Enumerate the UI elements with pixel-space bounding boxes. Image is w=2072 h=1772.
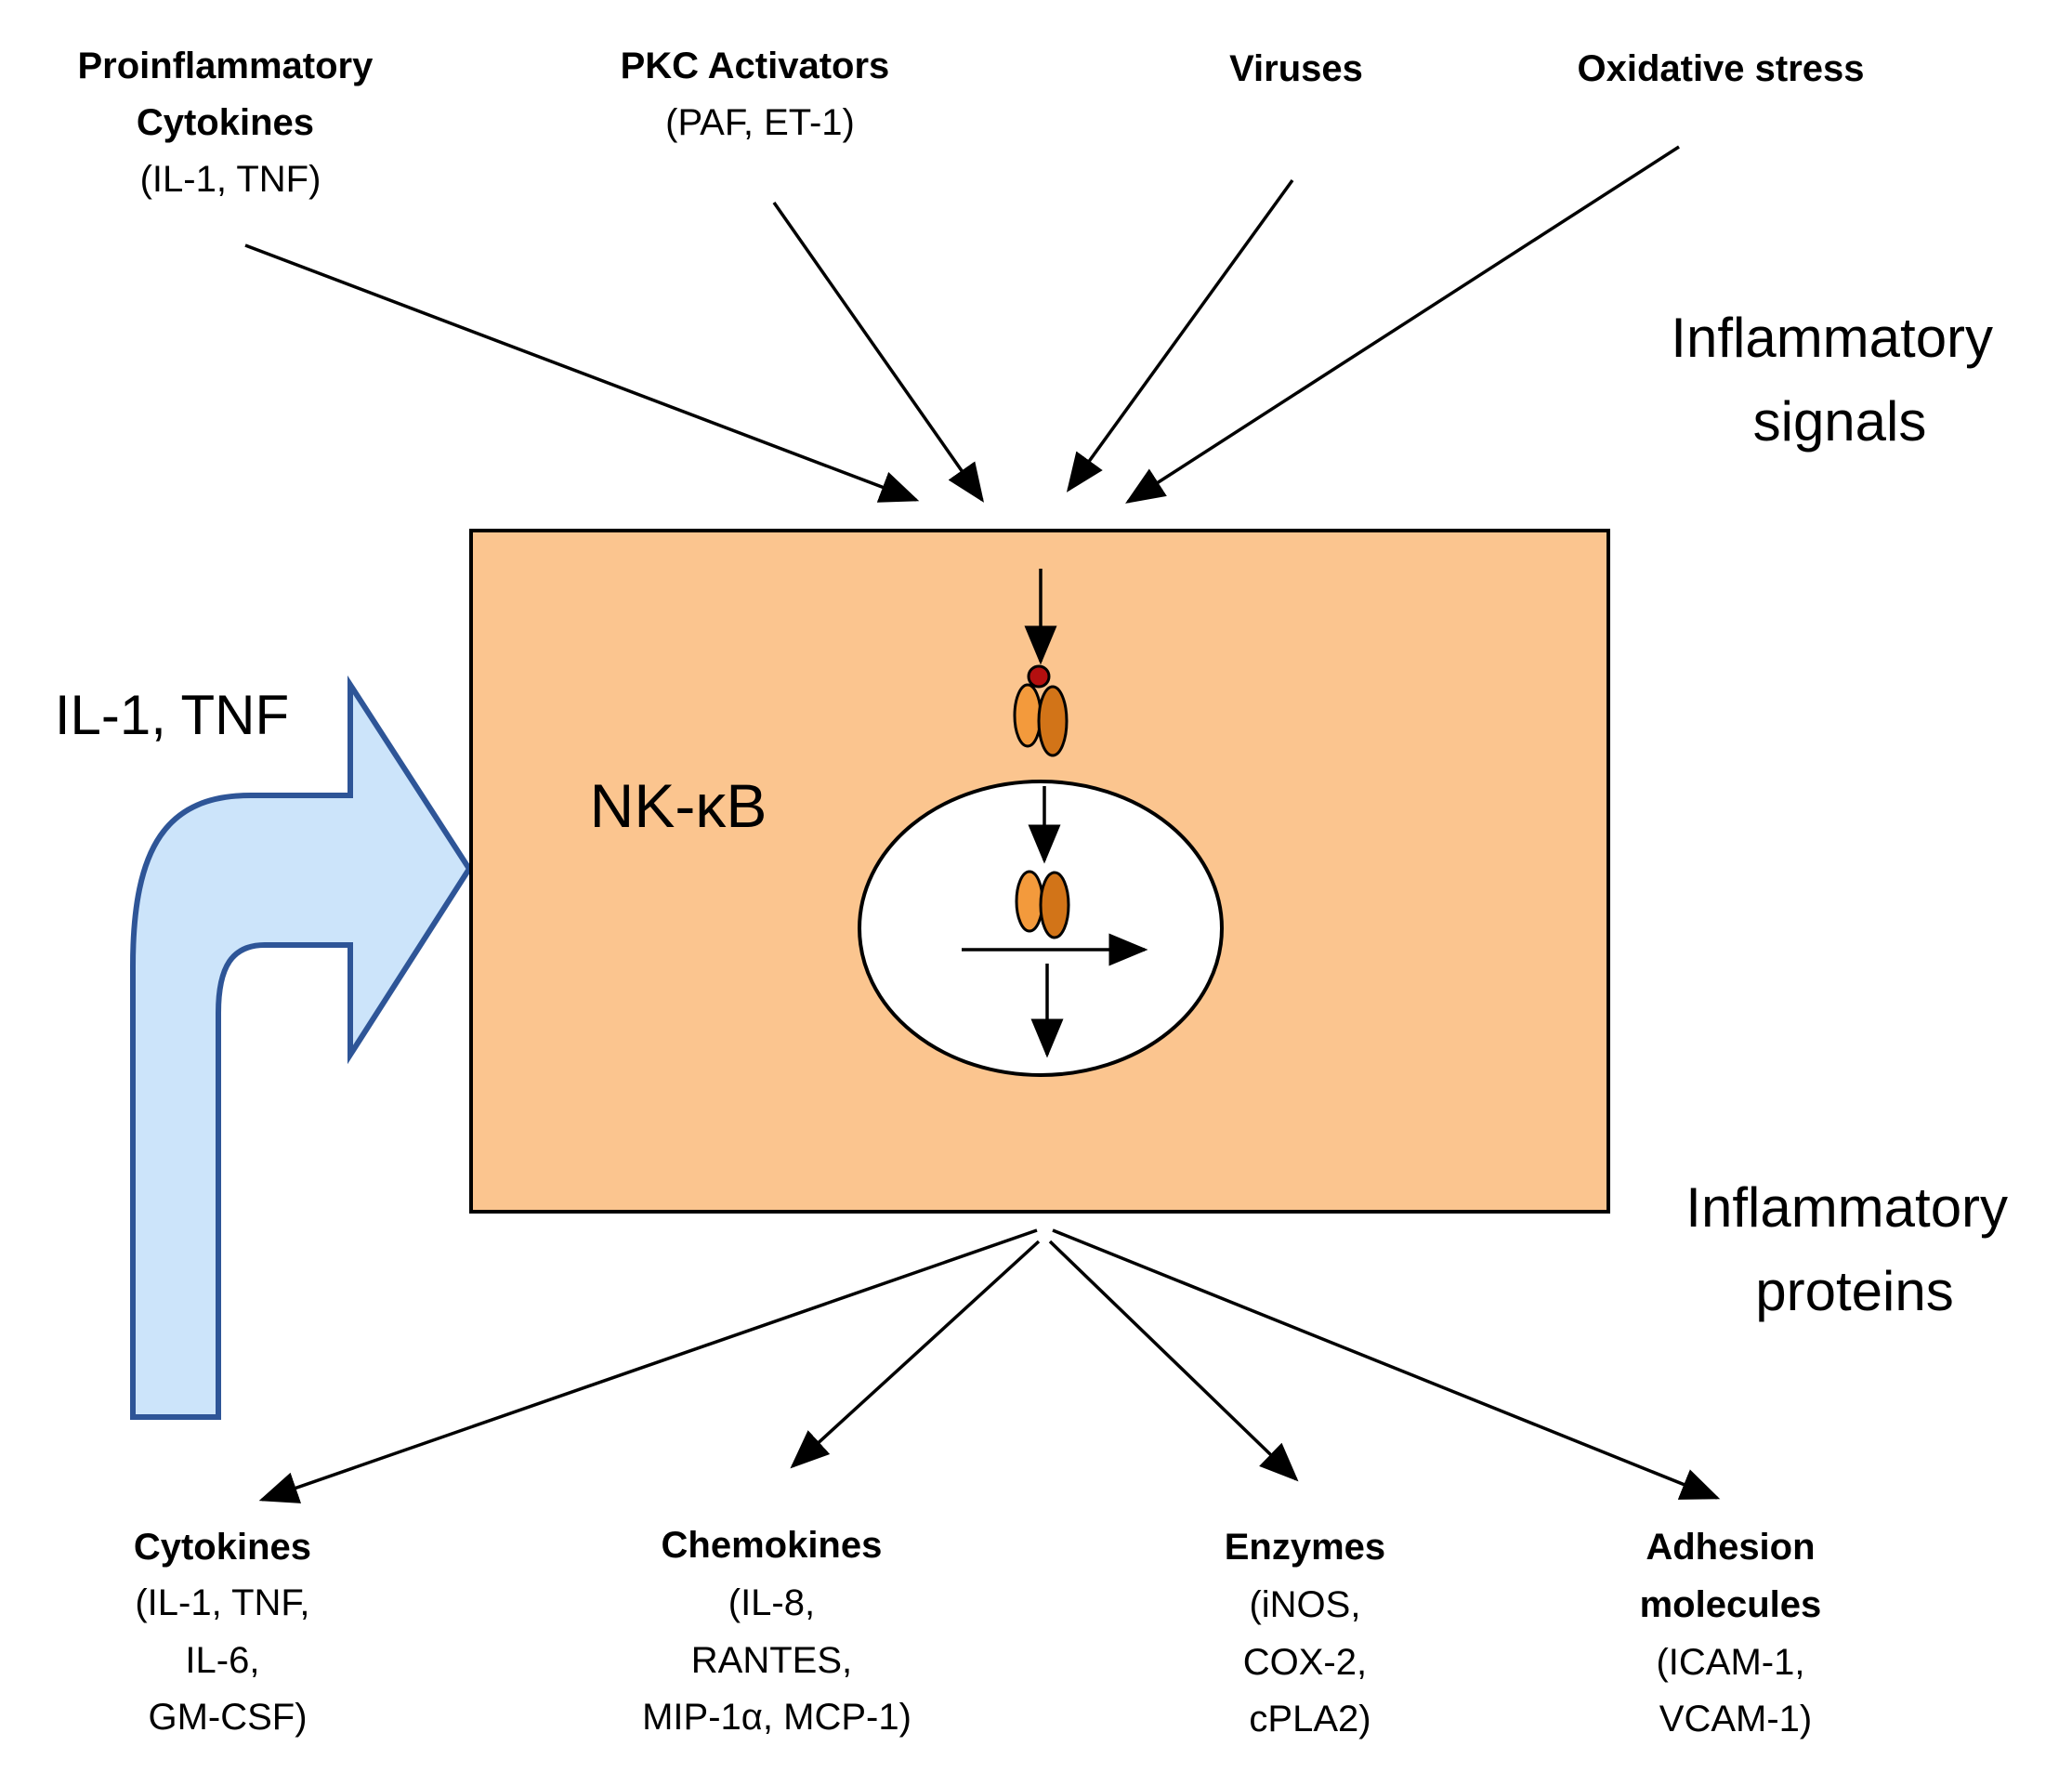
input-label-oxidative-stress: Oxidative stress (1577, 48, 1864, 89)
arrow-pkc-activators (772, 201, 985, 503)
subunit-p65 (1039, 871, 1070, 939)
nfkb-complex-cytoplasm (1013, 664, 1069, 757)
input-label-proinflammatory-cytokines: Proinflammatory Cytokines (IL-1, TNF) (78, 46, 384, 200)
output-label-cytokines: Cytokines (IL-1, TNF, IL-6, GM-CSF) (134, 1527, 321, 1738)
subunit-p50 (1013, 683, 1043, 748)
inflammatory-signals-label: Inflammatory signals (1671, 307, 2008, 453)
cell-label-nk-kb: NK-κB (590, 771, 767, 840)
arrow-viruses (1066, 178, 1294, 492)
arrow-to-cytokines (258, 1228, 1038, 1503)
subunit-p65 (1037, 685, 1069, 757)
inflammatory-proteins-label: Inflammatory proteins (1685, 1176, 2023, 1322)
subunit-p50 (1015, 870, 1044, 933)
phosphate-dot (1027, 664, 1051, 689)
output-label-chemokines: Chemokines (IL-8, RANTES, MIP-1α, MCP-1) (642, 1525, 911, 1738)
input-label-viruses: Viruses (1229, 48, 1363, 89)
output-arrows (258, 1228, 1721, 1503)
feedback-label: IL-1, TNF (55, 684, 289, 746)
arrow-proinflammatory-cytokines (244, 243, 920, 503)
arrow-to-enzymes (1048, 1240, 1299, 1482)
arrow-to-chemokines (790, 1240, 1041, 1469)
input-label-pkc-activators: PKC Activators (PAF, ET-1) (621, 46, 900, 143)
arrow-oxidative-stress (1125, 145, 1680, 504)
input-arrows (244, 145, 1680, 504)
nucleus (858, 780, 1224, 1077)
output-label-adhesion-molecules: Adhesion molecules (ICAM-1, VCAM-1) (1640, 1527, 1832, 1739)
arrow-to-adhesion-molecules (1052, 1228, 1721, 1500)
feedback-arrow (130, 675, 473, 1420)
output-label-enzymes: Enzymes (iNOS, COX-2, cPLA2) (1225, 1527, 1397, 1739)
nfkb-complex-nucleus (1015, 870, 1070, 939)
